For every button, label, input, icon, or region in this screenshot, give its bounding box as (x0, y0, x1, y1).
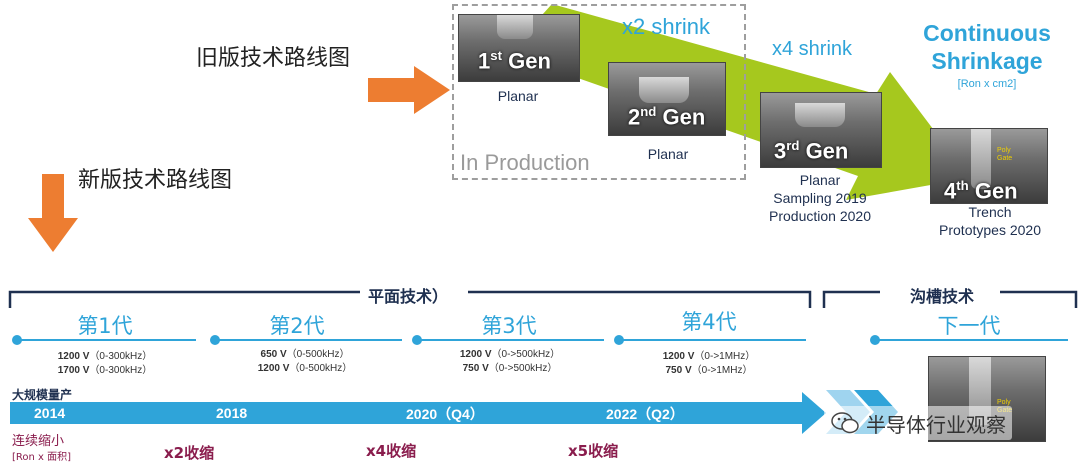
planar-group-label: 平面技术） (368, 287, 449, 306)
gen3-caption-production: Production 2020 (769, 208, 871, 224)
gen-line-next (876, 339, 1068, 341)
gen4-caption-prototypes: Prototypes 2020 (939, 222, 1041, 238)
gen1-specs: 1200 V（0-300kHz） 1700 V（0-300kHz） (57, 351, 153, 376)
gen-dot-4 (614, 335, 624, 345)
gen3-image (760, 92, 882, 168)
gen-line-1 (18, 339, 196, 341)
gen-dot-next (870, 335, 880, 345)
gen4-label: 4th Gen (944, 178, 1018, 204)
continuous-shrinkage-unit: [Ron x cm2] (957, 78, 1017, 90)
shrink-x4: x4收缩 (366, 442, 417, 460)
year-2020-q4: 2020（Q4） (406, 406, 484, 422)
gen-dot-3 (412, 335, 422, 345)
shrink-x4-label: x4 shrink (772, 38, 853, 60)
gen-line-2 (216, 339, 402, 341)
gen-label-2: 第2代 (269, 314, 325, 338)
mass-production-label: 大规模量产 (12, 388, 73, 402)
gen4-specs: 1200 V（0->1MHz） 750 V（0->1MHz） (662, 351, 756, 376)
gen2-image (608, 62, 726, 136)
gen-label-4: 第4代 (681, 310, 737, 334)
gen3-label: 3rd Gen (774, 138, 849, 164)
gen-label-next: 下一代 (937, 314, 1001, 338)
year-2018: 2018 (216, 405, 248, 421)
gen4-image-gate-text: Poly Gate (997, 147, 1013, 162)
gen-line-3 (418, 339, 604, 341)
continuous-shrink-unit: [Ron x 面积] (12, 452, 72, 463)
old-roadmap-arrow (368, 66, 450, 114)
gen1-label: 1st Gen (478, 48, 551, 74)
in-production-label: In Production (460, 150, 590, 175)
gen3-caption-sampling: Sampling 2019 (773, 190, 867, 206)
old-roadmap-title: 旧版技术路线图 (196, 46, 351, 71)
gen3-caption-planar: Planar (799, 172, 841, 188)
gen1-caption: Planar (497, 88, 539, 104)
watermark: 半导体行业观察 (824, 406, 1012, 440)
year-2022-q2: 2022（Q2） (606, 406, 684, 422)
gen-dot-2 (210, 335, 220, 345)
timeline-arrow (10, 392, 826, 434)
continuous-shrinkage-line1: Continuous (923, 20, 1051, 46)
gen4-caption-trench: Trench (968, 204, 1012, 220)
watermark-text: 半导体行业观察 (866, 412, 1006, 437)
gen-label-1: 第1代 (77, 314, 133, 338)
gen2-specs: 650 V（0-500kHz） 1200 V（0-500kHz） (257, 349, 353, 374)
wechat-icon (831, 412, 859, 434)
gen-label-3: 第3代 (481, 314, 537, 338)
group-brackets (8, 290, 1078, 308)
new-roadmap-title: 新版技术路线图 (78, 168, 233, 193)
in-production-box (452, 4, 746, 180)
gen4-image: Poly Gate (930, 128, 1048, 204)
new-roadmap-arrow (28, 174, 78, 252)
continuous-shrink-label: 连续缩小 (12, 434, 65, 449)
shrink-x5: x5收缩 (568, 442, 619, 460)
shrink-x2-label: x2 shrink (622, 14, 711, 39)
continuous-shrinkage-line2: Shrinkage (931, 48, 1043, 74)
gen2-caption: Planar (647, 146, 689, 162)
gen2-label: 2nd Gen (628, 104, 706, 130)
year-2014: 2014 (34, 405, 66, 421)
trench-group-label: 沟槽技术 (909, 287, 974, 306)
gen1-image (458, 14, 580, 82)
shrink-x2: x2收缩 (164, 444, 215, 462)
gen3-specs: 1200 V（0->500kHz） 750 V（0->500kHz） (459, 349, 561, 374)
gen-line-4 (620, 339, 806, 341)
gen-dot-1 (12, 335, 22, 345)
